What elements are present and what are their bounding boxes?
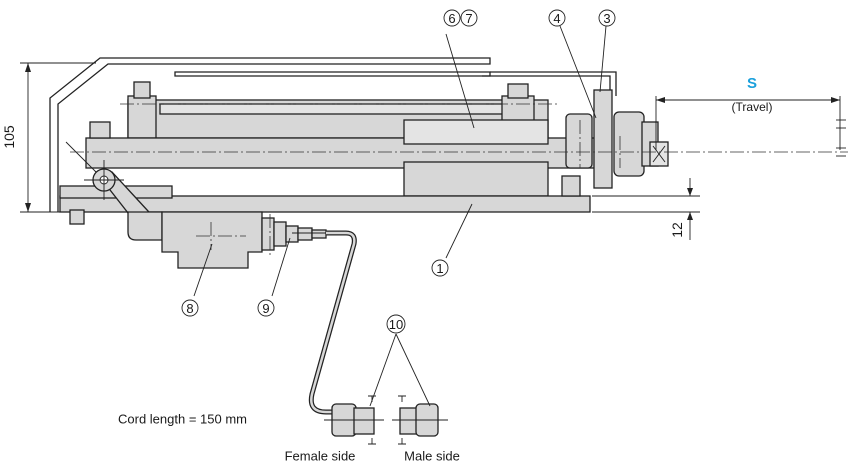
switch-body-8 <box>127 211 299 269</box>
height-dimension: 105 <box>1 62 96 213</box>
svg-text:4: 4 <box>553 11 560 26</box>
callout-4: 4 <box>548 9 566 27</box>
left-small-block <box>89 121 111 139</box>
thickness-dimension: 12 <box>592 178 700 240</box>
guard-cover <box>49 57 491 212</box>
base-left-stud <box>69 209 85 225</box>
male-connector <box>392 395 448 445</box>
travel-label: (Travel) <box>732 100 773 114</box>
callout-10: 10 <box>386 314 406 334</box>
cover-right-wall <box>482 71 617 96</box>
svg-text:1: 1 <box>436 261 443 276</box>
slide-block-upper <box>403 119 549 145</box>
svg-text:7: 7 <box>465 11 472 26</box>
left-bolt-head <box>133 81 151 99</box>
svg-text:9: 9 <box>262 301 269 316</box>
travel-dimension: S (Travel) <box>655 75 846 157</box>
callout-7: 7 <box>460 9 478 27</box>
travel-symbol: S <box>747 75 757 92</box>
female-connector <box>324 395 384 445</box>
svg-text:8: 8 <box>186 301 193 316</box>
upper-rail-plate <box>159 103 509 115</box>
callout-9: 9 <box>257 299 275 317</box>
lock-nut <box>613 111 645 177</box>
flange-plate-3 <box>593 89 613 189</box>
thickness-value: 12 <box>669 222 685 238</box>
left-rod-block <box>127 95 157 139</box>
callout-6: 6 <box>443 9 461 27</box>
base-right-stud <box>561 175 581 197</box>
callout-1: 1 <box>431 259 449 277</box>
callout-8: 8 <box>181 299 199 317</box>
callout-3: 3 <box>598 9 616 27</box>
slide-block-lower <box>403 161 549 197</box>
cover-top-strip <box>174 71 491 77</box>
svg-text:10: 10 <box>389 317 403 332</box>
svg-text:6: 6 <box>448 11 455 26</box>
nut-4 <box>565 113 593 169</box>
svg-text:3: 3 <box>603 11 610 26</box>
base-plate <box>59 195 591 213</box>
right-bolt-head <box>507 83 529 99</box>
cord-length-label: Cord length = 150 mm <box>118 412 247 427</box>
height-value: 105 <box>1 125 17 149</box>
male-side-label: Male side <box>404 449 460 464</box>
female-side-label: Female side <box>285 449 356 464</box>
